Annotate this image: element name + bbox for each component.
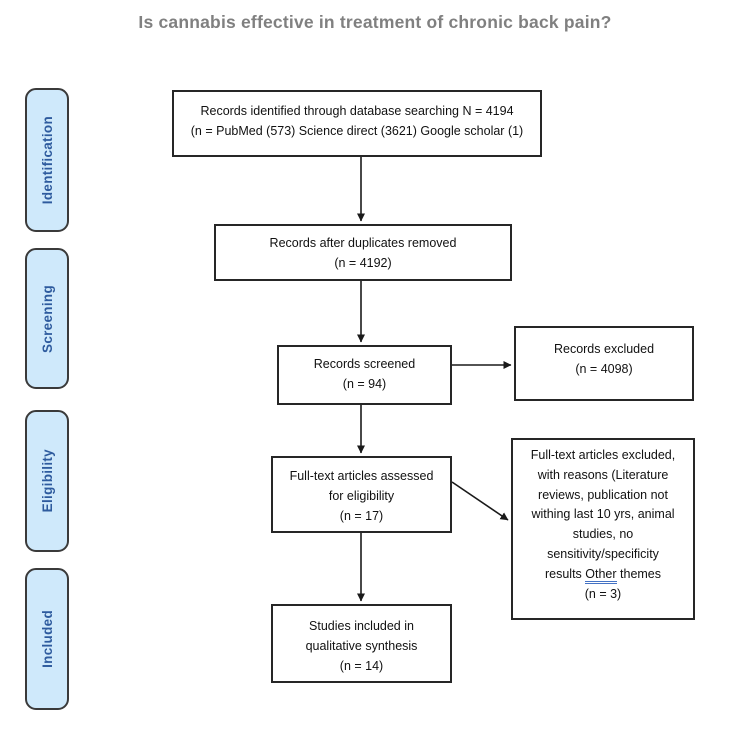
page-title: Is cannabis effective in treatment of ch…: [138, 12, 612, 32]
box-text-line: for eligibility: [328, 489, 395, 503]
box-text-line: Records screened: [313, 357, 416, 371]
box-text-line: Full-text articles assessed: [289, 469, 434, 483]
stage-eligibility: Eligibility: [25, 410, 69, 552]
box-text-line: Records after duplicates removed: [269, 236, 457, 250]
box-records-identified: Records identified through database sear…: [172, 90, 542, 157]
box-text-line: (n = 94): [342, 377, 387, 391]
box-text-line: sensitivity/specificity: [547, 546, 659, 561]
box-text-line: Studies included in: [309, 619, 414, 633]
box-text-line: with reasons (Literature: [537, 467, 669, 482]
box-text-line: (n = 4192): [334, 256, 392, 270]
arrow-fulltext-to-fulltext-excluded: [451, 481, 509, 521]
box-text-line: qualitative synthesis: [305, 639, 418, 653]
box-text-line: Records excluded: [553, 342, 655, 356]
box-text-line: Records identified through database sear…: [200, 104, 514, 118]
other-line-post: themes: [616, 566, 662, 581]
box-text-line: withing last 10 yrs, animal: [531, 507, 675, 522]
other-word-underlined: Other: [585, 566, 617, 584]
box-records-excluded: Records excluded (n = 4098): [514, 326, 694, 401]
box-duplicates-removed: Records after duplicates removed (n = 41…: [214, 224, 512, 281]
box-text-line: reviews, publication not: [538, 487, 668, 502]
box-studies-included: Studies included in qualitative synthesi…: [271, 604, 452, 683]
box-text-line: Full-text articles excluded,: [530, 448, 676, 462]
box-text-line: (n = 14): [339, 659, 384, 673]
box-text-line-other: results Other themes: [545, 565, 661, 585]
box-fulltext-excluded: Full-text articles excluded, with reason…: [511, 438, 695, 620]
box-text-line: (n = 4098): [575, 362, 633, 376]
stage-screening: Screening: [25, 248, 69, 389]
box-text-line: studies, no: [572, 527, 634, 542]
stage-included-label: Included: [39, 610, 55, 668]
other-line-pre: results: [544, 566, 586, 581]
stage-included: Included: [25, 568, 69, 710]
stage-eligibility-label: Eligibility: [39, 449, 55, 513]
box-records-screened: Records screened (n = 94): [277, 345, 452, 405]
stage-screening-label: Screening: [39, 284, 55, 353]
box-text-line: (n = PubMed (573) Science direct (3621) …: [190, 124, 524, 138]
box-fulltext-assessed: Full-text articles assessed for eligibil…: [271, 456, 452, 533]
box-text-line: (n = 17): [339, 509, 384, 523]
stage-identification: Identification: [25, 88, 69, 232]
stage-identification-label: Identification: [39, 115, 55, 205]
box-text-line: (n = 3): [584, 586, 622, 601]
